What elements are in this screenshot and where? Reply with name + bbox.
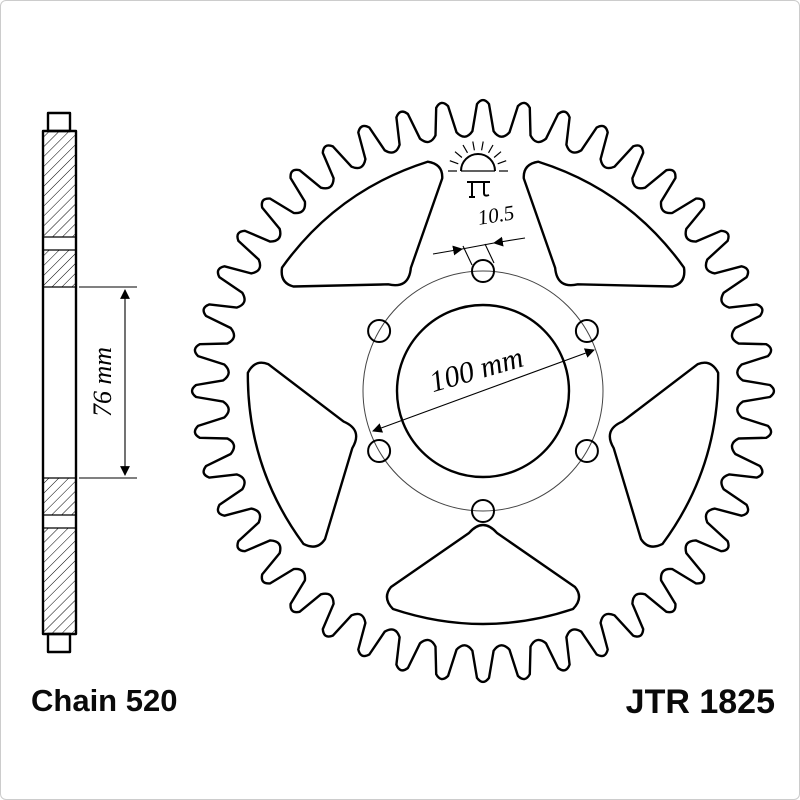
chain-size-label: Chain 520 <box>31 683 177 718</box>
bolt-hole <box>367 439 392 463</box>
dimension-10-5: 10.5 <box>432 200 526 266</box>
surface-mark-icon <box>467 181 490 198</box>
sun-ray <box>493 151 502 158</box>
dimension-76mm-label: 76 mm <box>88 347 117 417</box>
cutout-window <box>608 361 720 548</box>
bolt-hole <box>471 499 495 523</box>
sun-ray <box>472 141 475 151</box>
sun-ray <box>462 144 469 154</box>
bolt-circle <box>362 270 604 512</box>
dimension-76mm: 76 mm <box>79 286 137 479</box>
side-view-body <box>41 129 78 636</box>
bolt-hole <box>471 259 495 283</box>
bolt-hole <box>574 439 599 463</box>
bolt-hole <box>367 319 392 343</box>
side-view-top-cap <box>46 111 72 133</box>
cutout-window <box>246 361 358 548</box>
bolt-hole <box>574 319 599 343</box>
cutout-windows <box>246 160 720 626</box>
sun-ray <box>449 160 459 165</box>
front-view: 100 mm 10.5 <box>190 98 776 684</box>
part-number-label: JTR 1825 <box>626 683 775 721</box>
cutout-window <box>385 523 581 626</box>
side-view-bottom-cap <box>46 632 72 654</box>
jt-sun-icon <box>448 141 508 198</box>
cutout-window <box>280 160 444 288</box>
side-view-section-lines <box>43 236 76 529</box>
sprocket-teeth-outline <box>190 98 776 684</box>
sun-ray <box>454 151 463 158</box>
dimension-10-5-label: 10.5 <box>476 200 516 229</box>
dimension-100mm-label: 100 mm <box>426 341 527 399</box>
bolt-holes <box>367 259 599 523</box>
side-view <box>41 111 78 654</box>
sun-ray <box>497 160 507 165</box>
cutout-window <box>522 160 686 288</box>
sun-rays-icon <box>448 141 508 172</box>
sun-ray <box>481 141 484 151</box>
side-view-hatching <box>44 132 75 633</box>
sun-ray <box>487 144 494 154</box>
